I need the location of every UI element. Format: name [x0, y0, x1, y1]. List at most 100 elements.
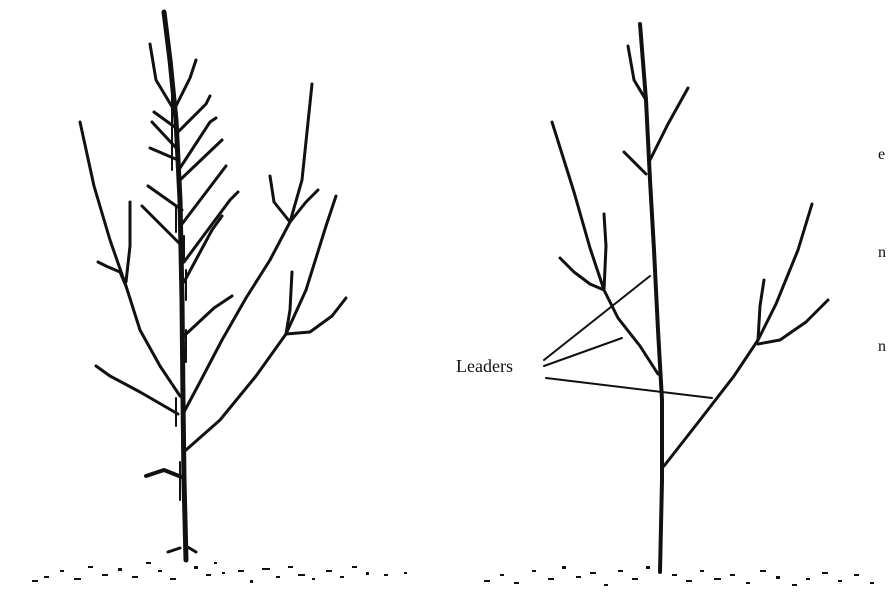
ground-speck	[44, 576, 49, 578]
left-branch	[96, 260, 128, 288]
ground-speck	[366, 572, 369, 575]
ground-speck	[118, 568, 122, 571]
ground-speck	[590, 572, 596, 574]
ground-speck	[222, 572, 225, 574]
ground-speck	[238, 570, 244, 572]
left-cut-marks	[171, 93, 187, 501]
ground-speck	[548, 578, 554, 580]
ground-speck	[514, 582, 519, 584]
left-tree	[78, 9, 348, 563]
ground-speck	[760, 570, 766, 572]
left-branch	[284, 270, 294, 336]
ground-speck	[854, 574, 859, 576]
ground-speck	[822, 572, 828, 574]
ground-speck	[102, 574, 108, 576]
ground-speck	[776, 576, 780, 579]
ground-speck	[404, 572, 407, 574]
left-branch	[140, 204, 184, 248]
ground-speck	[870, 582, 874, 584]
ground-speck	[32, 580, 38, 582]
ground-speck	[838, 580, 842, 582]
ground-left	[32, 562, 407, 583]
left-branch	[182, 294, 234, 338]
ground-speck	[632, 578, 638, 580]
right-branch	[626, 44, 648, 102]
ground-speck	[576, 576, 581, 578]
right-branch	[602, 212, 608, 292]
left-branch	[284, 296, 348, 336]
left-branch	[94, 364, 180, 416]
ground-speck	[352, 566, 357, 568]
ground-speck	[206, 574, 211, 576]
right-branch	[622, 150, 648, 176]
pointer-line	[545, 377, 713, 399]
right-trunk	[638, 22, 664, 574]
ground-speck	[714, 578, 721, 580]
pointer-line	[543, 337, 623, 367]
ground-speck	[312, 578, 315, 580]
leader-pointer-lines	[543, 275, 713, 399]
pointer-line	[543, 275, 651, 361]
left-stub	[144, 468, 186, 480]
ground-speck	[672, 574, 677, 576]
left-branch	[178, 138, 224, 182]
cut-off-text-fragment: n	[878, 338, 886, 355]
ground-speck	[132, 576, 138, 578]
left-branch	[176, 94, 212, 134]
ground-speck	[326, 570, 332, 572]
ground-speck	[88, 566, 93, 568]
ground-speck	[484, 580, 490, 582]
ground-speck	[340, 576, 344, 578]
left-branch	[148, 42, 176, 112]
left-branch	[182, 214, 224, 284]
ground-speck	[170, 578, 176, 580]
ground-speck	[646, 566, 650, 569]
ground-speck	[288, 566, 293, 568]
ground-speck	[604, 584, 608, 586]
left-branch	[174, 58, 198, 108]
ground-speck	[618, 570, 623, 572]
ground-speck	[74, 578, 81, 580]
left-branch	[148, 146, 180, 162]
ground-speck	[532, 570, 536, 572]
ground-speck	[562, 566, 566, 569]
left-root-flare	[166, 544, 198, 554]
ground-speck	[792, 584, 797, 586]
ground-speck	[276, 576, 280, 578]
left-branch	[180, 164, 228, 226]
ground-speck	[146, 562, 151, 564]
cut-off-text-fragment: n	[878, 244, 886, 261]
ground-speck	[746, 582, 750, 584]
ground-speck	[806, 578, 810, 580]
ground-speck	[298, 574, 305, 576]
ground-speck	[250, 580, 253, 583]
left-branch	[288, 188, 320, 224]
ground-speck	[194, 566, 198, 569]
right-branch	[756, 278, 766, 342]
ground-speck	[60, 570, 64, 572]
ground-speck	[262, 568, 270, 570]
ground-speck	[214, 562, 217, 564]
ground-speck	[700, 570, 704, 572]
right-tree	[550, 22, 830, 574]
left-branch	[178, 116, 218, 170]
left-trunk	[161, 9, 189, 563]
left-branch	[124, 200, 132, 284]
ground-speck	[384, 574, 388, 576]
ground-speck	[686, 580, 692, 582]
ground-speck	[158, 570, 162, 572]
right-branch	[756, 298, 830, 346]
left-branch	[182, 82, 314, 414]
cut-off-text-fragment: e	[878, 146, 886, 163]
ground-speck	[500, 574, 504, 576]
right-branch	[558, 256, 606, 292]
left-branch	[268, 174, 292, 224]
ground-speck	[730, 574, 735, 576]
leaders-label: Leaders	[456, 356, 513, 376]
ground-right	[484, 566, 874, 586]
left-branch	[182, 190, 240, 264]
right-branch	[648, 86, 690, 162]
left-branch	[150, 120, 180, 152]
